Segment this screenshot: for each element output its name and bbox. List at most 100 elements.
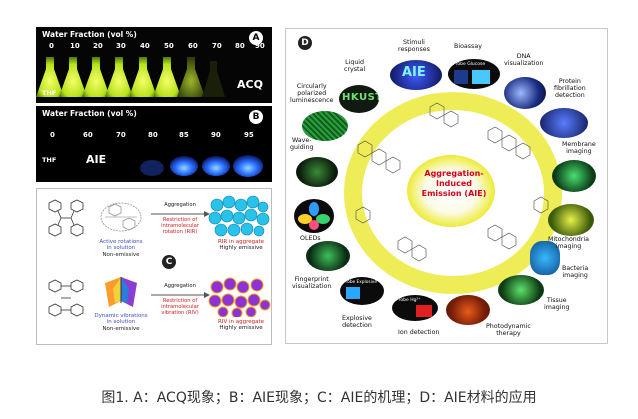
row2-arrow xyxy=(151,292,210,298)
app-label-line: Membrane xyxy=(562,141,596,148)
rotating-molecule-icon xyxy=(100,202,142,232)
app-label-line: Wave- xyxy=(291,137,312,144)
aie-vials xyxy=(140,155,263,177)
flask-7 xyxy=(202,61,225,97)
fraction-label: 70 xyxy=(116,131,126,139)
app-label-protein: Protein fibrillation detection xyxy=(554,78,586,100)
row1-arrow xyxy=(151,211,210,217)
waveguiding-circle xyxy=(296,157,338,187)
fraction-label: 0 xyxy=(50,131,55,139)
ion-circle: Probe Hg²⁺ xyxy=(392,295,438,321)
panel-b-title: Water Fraction (vol %) xyxy=(42,109,137,118)
fraction-label: 50 xyxy=(164,42,174,50)
app-label-line: detection xyxy=(554,92,585,100)
stimuli-inner: AIE xyxy=(402,65,426,80)
app-label-mitochondria: Mitochondria imaging xyxy=(548,236,589,250)
fraction-label: 70 xyxy=(212,42,222,50)
row2-right-line: RIV in aggregate xyxy=(218,319,264,325)
explosive-circle: Probe Explosive xyxy=(340,277,384,305)
flask-1 xyxy=(59,57,87,97)
dna-circle xyxy=(504,77,546,109)
row2-right-line: Highly emissive xyxy=(219,325,263,332)
aie-central-ring xyxy=(344,92,562,294)
app-label-line: Protein xyxy=(558,78,581,85)
fingerprint-circle xyxy=(306,241,350,271)
row2-left-line: Non-emissive xyxy=(102,325,140,332)
liquid-crystal-inner: HKUST xyxy=(342,92,379,103)
panel-a-acq: Water Fraction (vol %) A 0 10 20 30 40 5… xyxy=(36,27,272,103)
app-label-line: imaging xyxy=(566,148,592,156)
fraction-label: 80 xyxy=(235,42,245,50)
row2-left-text: Dynamic vibrations in solution Non-emiss… xyxy=(89,313,153,332)
app-label-tissue: Tissue imaging xyxy=(544,297,569,311)
arrow-sub-line: Restriction of xyxy=(162,298,198,304)
app-label-dna: DNA visualization xyxy=(504,53,543,67)
aie-center-line: Induced xyxy=(436,179,472,188)
app-label-line: Circularly xyxy=(296,83,327,90)
flask-0 xyxy=(36,57,64,97)
stimuli-circle: AIE xyxy=(390,60,442,90)
bacteria-circle xyxy=(530,241,560,275)
app-label-line: Tissue xyxy=(546,297,567,304)
tissue-circle xyxy=(498,275,544,305)
aie-center-line: Emission (AIE) xyxy=(421,189,487,198)
arrow-sub-line: intramolecular xyxy=(161,222,199,229)
oled-flower-icon xyxy=(298,202,330,230)
panel-d-badge: D xyxy=(298,36,312,50)
bioassay-inner: Probe Glucose xyxy=(453,62,486,67)
acq-flasks xyxy=(36,57,225,97)
oleds-circle xyxy=(294,199,334,233)
app-label-line: Fingerprint xyxy=(294,276,329,283)
app-label-line: DNA xyxy=(516,53,531,60)
figure-caption: 图1. A：ACQ现象；B：AIE现象；C：AIE的机理；D：AIE材料的应用 xyxy=(101,390,537,406)
panel-a-acq-label: ACQ xyxy=(237,78,263,91)
fraction-label: 90 xyxy=(255,42,265,50)
app-label-line: Mitochondria xyxy=(548,236,589,243)
app-label-line: visualization xyxy=(292,283,332,291)
app-label-fingerprint: Fingerprint visualization xyxy=(292,276,331,290)
row1-left-line: Active rotations xyxy=(99,239,143,245)
row1-left-text: Active rotations in solution Non-emissiv… xyxy=(89,239,153,258)
vial-80 xyxy=(140,160,164,176)
app-label-line: Photodynamic xyxy=(486,323,531,330)
vial-95 xyxy=(233,155,263,177)
arrow-sub-line: rotation (RIR) xyxy=(162,228,198,235)
app-label-line: Bacteria xyxy=(562,265,589,272)
fraction-label: 60 xyxy=(188,42,198,50)
protein-circle xyxy=(540,108,588,138)
fraction-label: 40 xyxy=(140,42,150,50)
fraction-label: 10 xyxy=(70,42,80,50)
riv-aggregate-image xyxy=(208,277,271,317)
mitochondria-circle xyxy=(548,204,594,236)
fraction-label: 90 xyxy=(211,131,221,139)
flask-2 xyxy=(82,57,110,97)
panel-c-mechanism: Active rotations in solution Non-emissiv… xyxy=(36,188,272,345)
panel-b-solvent: THF xyxy=(42,156,57,164)
app-label-liquid-crystal: Liquid crystal xyxy=(344,59,365,73)
app-label-line: imaging xyxy=(555,243,582,251)
app-label-oleds: OLEDs xyxy=(300,235,321,242)
flask-5 xyxy=(153,57,181,97)
butterfly-molecule-icon xyxy=(105,277,137,307)
row2-arrow-label: Aggregation xyxy=(164,283,196,289)
liquid-crystal-circle: HKUST xyxy=(339,85,379,113)
aie-center-line: Aggregation- xyxy=(424,169,484,178)
fraction-label: 20 xyxy=(93,42,103,50)
photodynamic-circle xyxy=(446,295,490,325)
app-label-photodynamic: Photodynamic therapy xyxy=(486,323,531,337)
app-label-line: Stimuli xyxy=(403,39,425,46)
app-label-line: responses xyxy=(398,46,430,54)
app-label-line: polarized xyxy=(297,90,327,98)
fraction-label: 85 xyxy=(179,131,189,139)
panel-b-aie-label: AIE xyxy=(86,153,107,166)
explosive-inner: Probe Explosive xyxy=(343,280,377,285)
vial-85 xyxy=(170,156,198,176)
arrow-sub-line: intramolecular xyxy=(161,303,199,310)
vial-90 xyxy=(202,156,230,176)
aie-center-title: Aggregation- Induced Emission (AIE) xyxy=(409,169,499,199)
panel-b-badge: B xyxy=(249,110,263,124)
row1-right-text: RIR in aggregate Highly emissive xyxy=(211,239,271,252)
app-label-line: imaging xyxy=(544,304,570,312)
fraction-label: 0 xyxy=(49,42,54,50)
fraction-label: 30 xyxy=(116,42,126,50)
